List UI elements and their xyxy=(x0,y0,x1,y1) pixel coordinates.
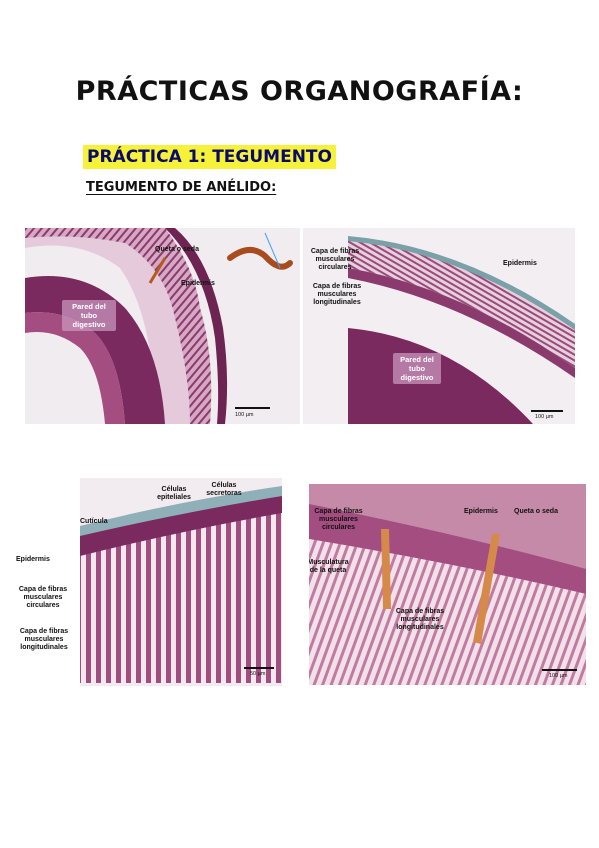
label-longitudinales: Capa de fibras musculares longitudinales xyxy=(395,608,445,631)
micrograph-4-image xyxy=(309,484,586,685)
label-longitudinales: Capa de fibras musculares longitudinales xyxy=(19,628,69,651)
section-heading: PRÁCTICA 1: TEGUMENTO xyxy=(83,145,336,169)
label-epidermis: Epidermis xyxy=(181,280,215,287)
label-cuticula: Cutícula xyxy=(80,518,108,525)
label-epidermis: Epidermis xyxy=(464,508,498,515)
label-circulares: Capa de fibras musculares circulares xyxy=(314,508,363,531)
scale-bar-label: 50 µm xyxy=(250,671,266,677)
label-epidermis: Epidermis xyxy=(503,260,537,267)
micrograph-3: Células epiteliales Células secretoras C… xyxy=(14,478,282,686)
scale-bar-label: 100 µm xyxy=(235,412,254,418)
label-epidermis: Epidermis xyxy=(16,556,50,563)
subsection-heading: TEGUMENTO DE ANÉLIDO: xyxy=(86,180,277,195)
label-longitudinales: Capa de fibras musculares longitudinales xyxy=(312,283,362,306)
micrograph-2: Capa de fibras musculares circulares Cap… xyxy=(303,228,575,424)
label-pared: Pared del tubo digestivo xyxy=(393,353,441,384)
label-pared: Pared del tubo digestivo xyxy=(62,300,116,331)
label-musculatura: Musculatura de la queta xyxy=(309,559,349,574)
scale-bar-label: 100 µm xyxy=(549,673,568,679)
micrograph-1: Queta o seda Epidermis Pared del tubo di… xyxy=(25,228,300,424)
label-circulares: Capa de fibras musculares circulares xyxy=(310,248,360,271)
micrograph-3-image xyxy=(14,478,282,686)
label-celulas-secretoras: Células secretoras xyxy=(206,482,242,497)
label-queta: Queta o seda xyxy=(155,246,199,253)
page-title: PRÁCTICAS ORGANOGRAFÍA: xyxy=(75,76,524,107)
label-circulares: Capa de fibras musculares circulares xyxy=(18,586,68,609)
scale-bar-label: 100 µm xyxy=(535,414,554,420)
label-celulas-epiteliales: Células epiteliales xyxy=(157,486,191,501)
label-queta: Queta o seda xyxy=(514,508,558,515)
micrograph-4: Capa de fibras musculares circulares Epi… xyxy=(309,484,586,685)
